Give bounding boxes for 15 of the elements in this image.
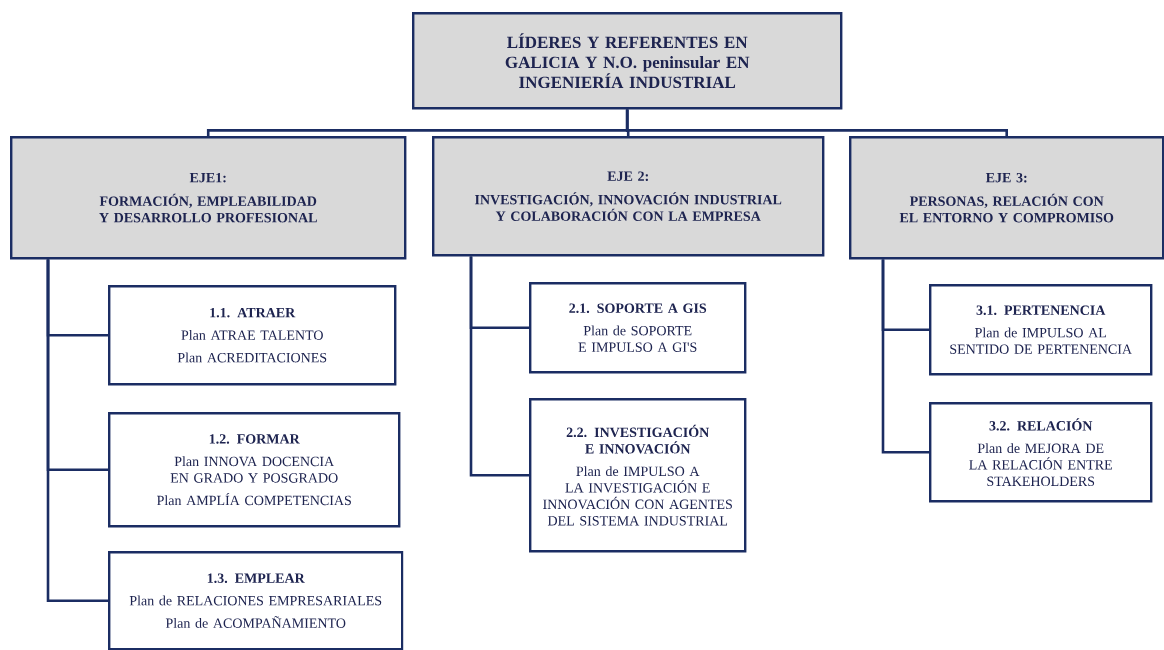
connector-line bbox=[469, 256, 529, 477]
plan-box: 1.3. EMPLEAR Plan de RELACIONES EMPRESARIALES Plan de ACOMPAÑAMIENTO bbox=[108, 551, 404, 650]
plan-box: 3.2. RELACIÓN Plan de MEJORA DE LA RELACIÓN ENTRE STAKEHOLDERS bbox=[929, 402, 1153, 503]
axis-box: EJE 3: PERSONAS, RELACIÓN CON EL ENTORNO Y COMPROMISO bbox=[849, 136, 1164, 260]
plan-box: 2.1. SOPORTE A GIS Plan de SOPORTE E IMPULSO A GI'S bbox=[529, 282, 747, 374]
plan-box: 3.1. PERTENENCIA Plan de IMPULSO AL SENTIDO DE PERTENENCIA bbox=[929, 284, 1153, 376]
axis-box: EJE1: FORMACIÓN, EMPLEABILIDAD Y DESARROLLO PROFESIONAL bbox=[10, 136, 407, 260]
plan-box: 1.1. ATRAER Plan ATRAE TALENTO Plan ACREDITACIONES bbox=[108, 285, 397, 386]
plan-box: 2.2. INVESTIGACIÓN E INNOVACIÓN Plan de IMPULSO A LA INVESTIGACIÓN E INNOVACIÓN CON AGENTES DEL SISTEMA INDUSTRIAL bbox=[529, 398, 747, 553]
goal-box: LÍDERES Y REFERENTES EN GALICIA Y N.O. peninsular EN INGENIERÍA INDUSTRIAL bbox=[412, 12, 843, 110]
connector-line bbox=[881, 259, 929, 454]
connector-line bbox=[625, 109, 1008, 136]
connector-line bbox=[46, 259, 108, 602]
plan-box: 1.2. FORMAR Plan INNOVA DOCENCIA EN GRADO Y POSGRADO Plan AMPLÍA COMPETENCIAS bbox=[108, 412, 401, 528]
axis-box: EJE 2: INVESTIGACIÓN, INNOVACIÓN INDUSTRIAL Y COLABORACIÓN CON LA EMPRESA bbox=[432, 136, 825, 257]
